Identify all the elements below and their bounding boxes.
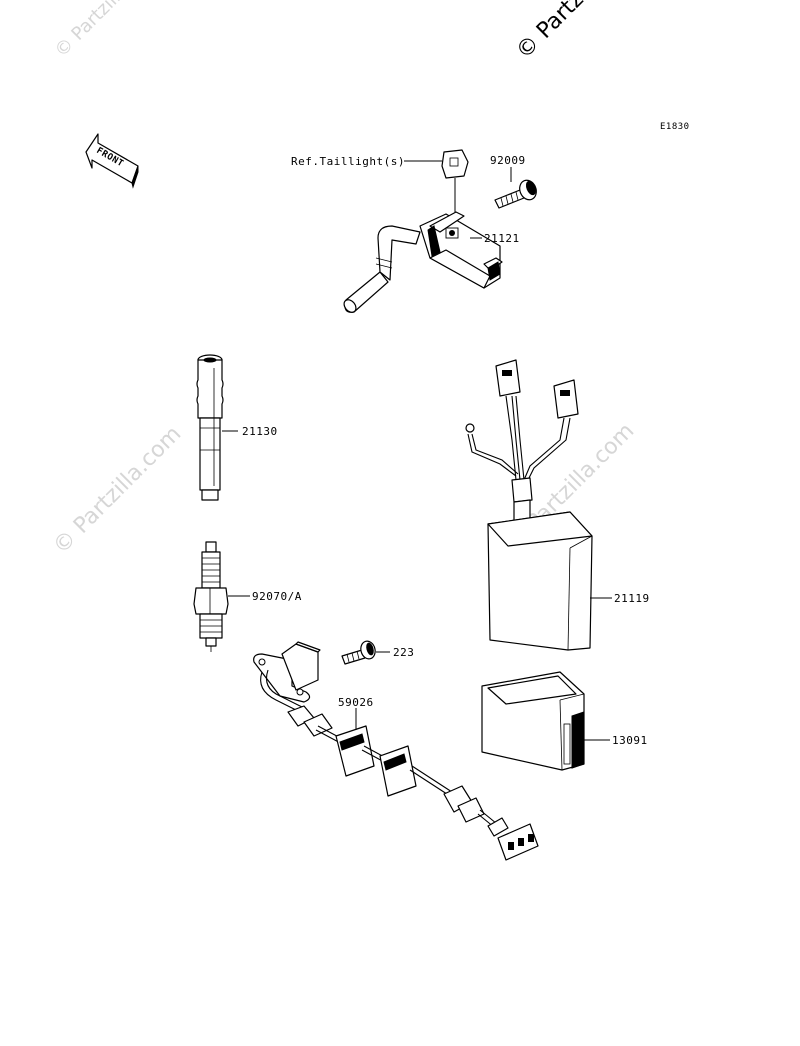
bolt-92009-icon bbox=[494, 179, 537, 209]
igniter-21119-icon bbox=[465, 359, 593, 651]
diagram-code: E1830 bbox=[660, 122, 690, 132]
callout-21130: 21130 bbox=[242, 425, 278, 438]
watermark-top-left: © Partzilla.com bbox=[51, 0, 164, 62]
ignition-coil-21121-icon bbox=[343, 211, 503, 313]
callout-21119: 21119 bbox=[614, 592, 650, 605]
callout-223: 223 bbox=[393, 646, 414, 659]
callout-13091: 13091 bbox=[612, 734, 648, 747]
watermark-top-right: © Partzilla.com bbox=[512, 0, 650, 64]
spark-plug-92070-icon bbox=[193, 541, 229, 652]
callout-92070a: 92070/A bbox=[252, 590, 302, 603]
front-arrow-icon: FRONT bbox=[85, 133, 139, 189]
callout-21121: 21121 bbox=[484, 232, 520, 245]
callout-92009: 92009 bbox=[490, 154, 526, 167]
bracket-13091-icon bbox=[481, 671, 585, 771]
screw-223-icon bbox=[341, 640, 376, 665]
pickup-coil-59026-icon bbox=[253, 641, 539, 861]
plug-cap-21130-icon bbox=[196, 354, 224, 501]
callout-59026: 59026 bbox=[338, 696, 374, 709]
watermark-middle-left: © Partzilla.com bbox=[49, 422, 187, 560]
taillight-bracket-icon bbox=[441, 149, 469, 179]
callout-ref-taillight: Ref.Taillight(s) bbox=[291, 155, 405, 168]
